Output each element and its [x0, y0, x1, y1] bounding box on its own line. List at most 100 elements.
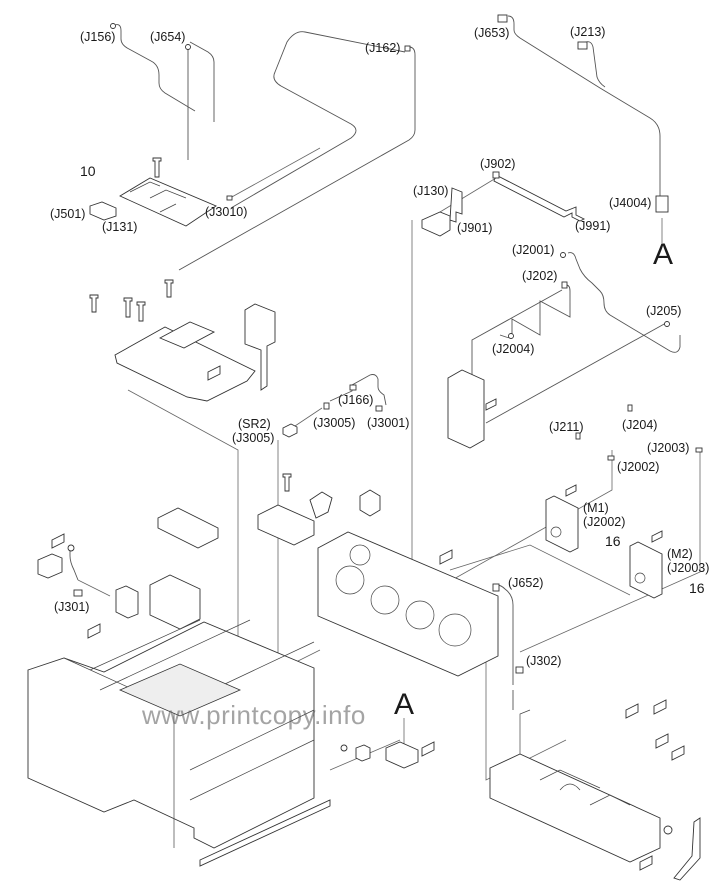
cable-j156	[114, 24, 196, 112]
connector-j2001-icon	[560, 252, 566, 258]
item-number-10: 10	[80, 163, 96, 179]
connector-j205-icon	[664, 321, 670, 327]
label-j3005-cable: (J3005)	[313, 416, 356, 430]
connector-j2004-icon	[508, 333, 514, 339]
connector-j162-icon	[404, 45, 411, 52]
psu-screw-4-icon	[671, 745, 685, 761]
lead-j301-bracket	[77, 579, 111, 597]
screw-3-icon	[136, 301, 146, 322]
lead-motor-m2	[519, 452, 701, 653]
label-j2002-cable: (J2002)	[617, 460, 660, 474]
label-m2: (M2)	[667, 547, 693, 561]
cable-j202	[471, 284, 571, 380]
screw-4-icon	[164, 279, 174, 298]
label-j205: (J205)	[646, 304, 682, 318]
sensor-screw-icon	[282, 473, 292, 492]
connector-j156-icon	[110, 23, 116, 29]
label-j301: (J301)	[54, 600, 90, 614]
drive-gear-4	[438, 613, 472, 647]
inlet-screw-icon	[51, 533, 65, 549]
formatter-pcb-detail	[129, 181, 187, 213]
screw-5-icon	[207, 365, 221, 381]
label-j2004: (J2004)	[492, 342, 535, 356]
psu-screw-3-icon	[655, 733, 669, 749]
connector-j213-icon	[577, 41, 588, 50]
label-j166: (J166)	[338, 393, 374, 407]
connector-j902-icon	[492, 171, 500, 179]
switch-screw-icon	[421, 741, 435, 757]
callout-a-top: A	[653, 238, 674, 271]
screw-1-icon	[89, 294, 99, 313]
connector-j654-icon	[185, 44, 191, 50]
main-chassis-part	[27, 621, 315, 849]
connector-j166-icon	[349, 384, 357, 391]
plate-screw-icon	[87, 623, 101, 639]
label-j213: (J213)	[570, 25, 606, 39]
cable-j301	[69, 548, 79, 581]
label-j653: (J653)	[474, 26, 510, 40]
screw-2-icon	[123, 297, 133, 318]
connector-j302-icon	[515, 666, 524, 674]
connector-j204-icon	[627, 404, 633, 412]
label-m1: (M1)	[583, 501, 609, 515]
label-j131: (J131)	[102, 220, 138, 234]
connector-j3010-icon	[226, 195, 233, 201]
item-number-16-m2: 16	[689, 580, 705, 596]
spacer-icon	[340, 744, 348, 752]
lead-j3010	[229, 147, 321, 199]
psu-screw-2-icon	[653, 699, 667, 715]
connector-j2003-icon	[695, 447, 703, 453]
sensor-arm-part	[309, 491, 333, 519]
lead-left-frame	[127, 389, 239, 700]
mount-bracket-part	[244, 303, 276, 391]
drive-gear-5	[349, 544, 371, 566]
wire-harnesses	[69, 15, 701, 781]
drive-gear-2	[370, 585, 400, 615]
power-supply-detail	[519, 709, 631, 806]
connector-j301-icon	[73, 589, 83, 597]
label-j2003-cable: (J2003)	[647, 441, 690, 455]
motor-m2-part	[629, 541, 663, 599]
label-j3001: (J3001)	[367, 416, 410, 430]
connector-j653-icon	[497, 14, 508, 23]
psu-grommet-icon	[663, 825, 673, 835]
cable-j205	[485, 322, 667, 424]
connector-j202-icon	[561, 281, 568, 289]
switch-block-part	[385, 741, 419, 769]
connector-j3005-icon	[323, 402, 330, 410]
formatter-pcb-part	[119, 177, 217, 227]
cable-j166	[329, 374, 387, 406]
fan-assembly-part	[149, 574, 201, 630]
label-j901: (J901)	[457, 221, 493, 235]
drive-gear-3	[405, 600, 435, 630]
watermark-text: www.printcopy.info	[142, 700, 366, 730]
psu-cover-part	[673, 817, 701, 881]
drive-screw-icon	[439, 549, 453, 565]
motor-m1-screw-icon	[565, 484, 577, 497]
j130-bracket-part	[449, 187, 463, 223]
label-j130: (J130)	[413, 184, 449, 198]
psu-screw-1-icon	[625, 703, 639, 719]
parts	[27, 157, 701, 881]
interface-cover-part	[89, 201, 117, 221]
connector-glyphs	[67, 14, 703, 674]
connector-j4004-icon	[655, 195, 669, 213]
label-j3010: (J3010)	[205, 205, 248, 219]
item-number-16-m1: 16	[605, 533, 621, 549]
chassis-bottom-rail	[199, 799, 331, 867]
connector-j211-icon	[575, 432, 581, 440]
label-j501: (J501)	[50, 207, 86, 221]
lead-drive-frame	[449, 544, 631, 596]
main-drive-assembly-part	[317, 531, 499, 677]
connector-j2002-icon	[607, 455, 615, 461]
drive-guide-part	[359, 489, 381, 517]
label-j652: (J652)	[508, 576, 544, 590]
label-j211: (J211)	[549, 420, 584, 434]
label-j3005-sensor: (J3005)	[232, 431, 275, 445]
cable-j654	[187, 41, 215, 160]
label-j2002-motor: (J2002)	[583, 515, 626, 529]
connector-j3001-icon	[375, 405, 383, 412]
cable-j902-rail	[493, 174, 586, 222]
